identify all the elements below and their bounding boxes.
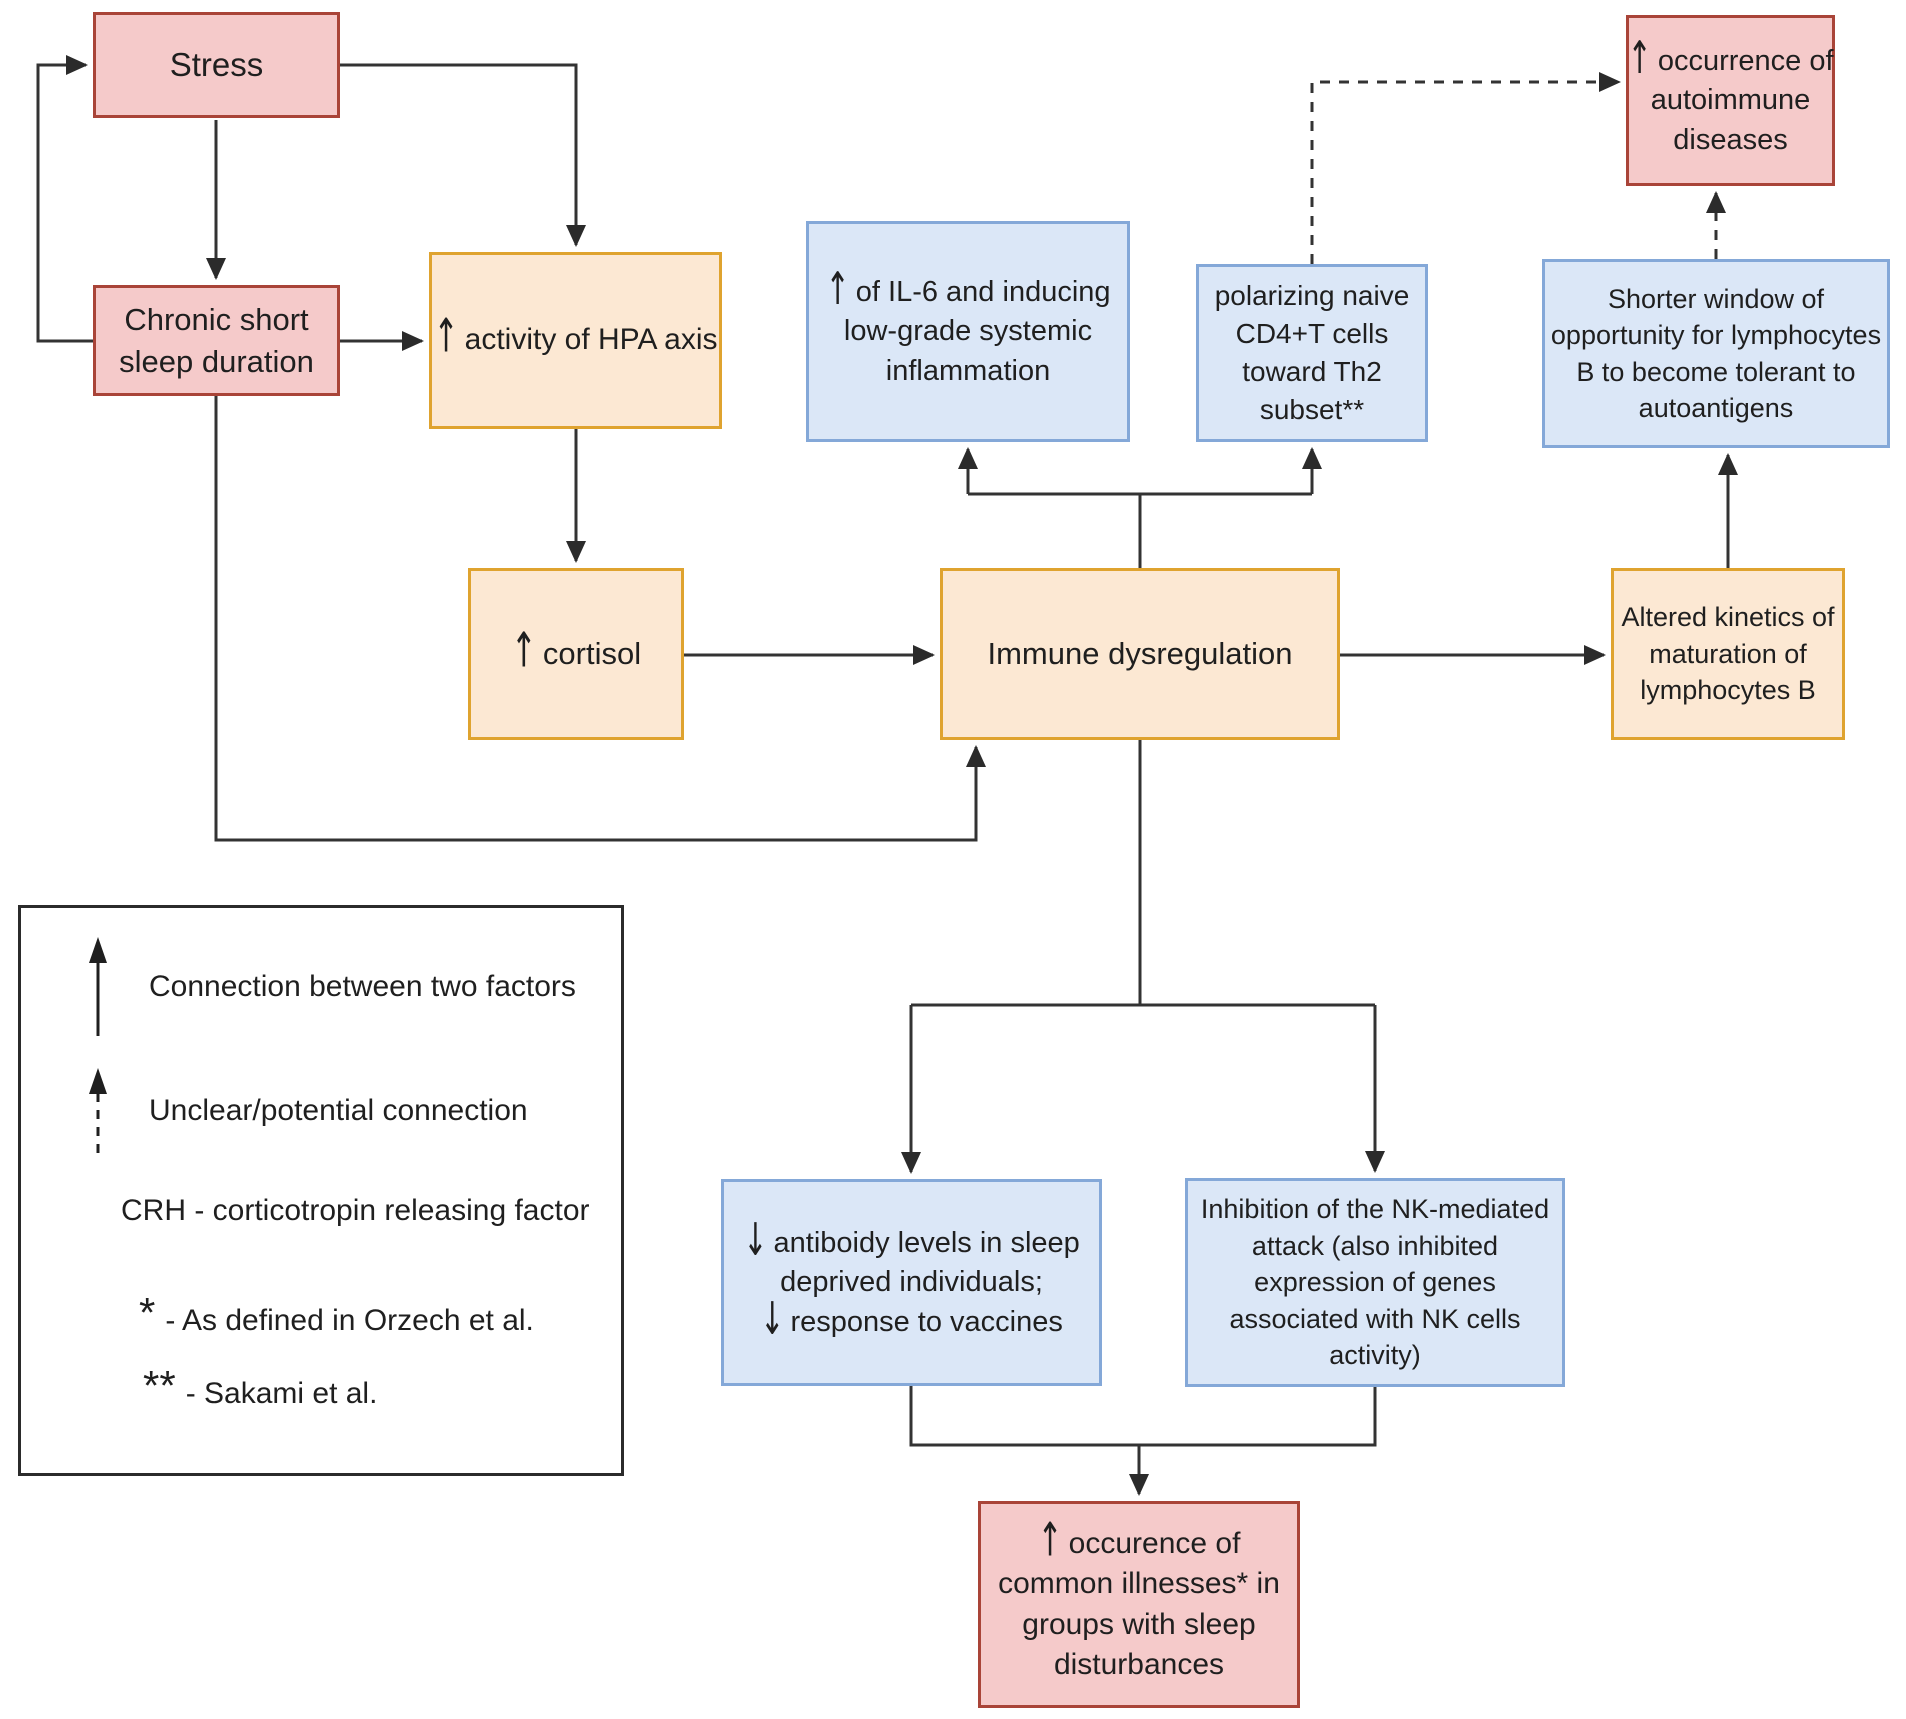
node-polarizing-cd4: polarizing naive CD4+T cells toward Th2 … xyxy=(1196,264,1428,442)
stress-label: Stress xyxy=(169,45,264,83)
node-altered-kinetics: Altered kinetics of maturation of lympho… xyxy=(1611,568,1845,740)
up-arrow-icon: ↑ xyxy=(1627,31,1652,85)
node-chronic-short-sleep: Chronic short sleep duration xyxy=(93,285,340,396)
legend-item-orzech: * - As defined in Orzech et al. xyxy=(139,1289,534,1337)
down-arrow-icon: ↓ xyxy=(743,1212,768,1266)
node-common-illnesses: ↑occurence of common illnesses* in group… xyxy=(978,1501,1300,1708)
edge-stress-to-hpa xyxy=(340,63,586,247)
up-arrow-icon: ↑ xyxy=(825,262,850,316)
node-autoimmune-diseases: ↑occurrence of autoimmune diseases xyxy=(1626,15,1835,186)
legend-box: Connection between two factors Unclear/p… xyxy=(18,905,624,1476)
up-arrow-icon: ↑ xyxy=(1037,1513,1063,1568)
node-cortisol: ↑cortisol xyxy=(468,568,684,740)
node-hpa-activity: ↑activity of HPA axis xyxy=(429,252,722,429)
legend-item-connection: Connection between two factors xyxy=(85,928,576,1046)
double-asterisk-icon: ** xyxy=(143,1362,176,1409)
edge-chronic-to-immune-bottom xyxy=(214,396,986,842)
dashed-up-arrow-icon xyxy=(89,1068,107,1153)
edge-polarizing-to-autoimmune-dashed xyxy=(1310,72,1621,264)
edge-chronic-feedback-to-stress xyxy=(36,55,93,343)
legend-item-sakami: ** - Sakami et al. xyxy=(143,1362,378,1410)
node-il6-inflammation: ↑of IL-6 and inducing low-grade systemic… xyxy=(806,221,1130,442)
node-stress: Stress xyxy=(93,12,340,118)
node-antibody-levels: ↓antiboidy levels in sleep deprived indi… xyxy=(721,1179,1102,1386)
down-arrow-icon: ↓ xyxy=(760,1292,785,1345)
solid-up-arrow-icon xyxy=(89,937,107,1036)
legend-item-crh: CRH - corticotropin releasing factor xyxy=(121,1194,590,1227)
node-nk-inhibition: Inhibition of the NK-mediated attack (al… xyxy=(1185,1178,1565,1387)
edge-antibody-nk-merge xyxy=(909,1386,1377,1447)
asterisk-icon: * xyxy=(139,1289,156,1336)
legend-item-unclear: Unclear/potential connection xyxy=(85,1056,528,1166)
up-arrow-icon: ↑ xyxy=(433,309,459,365)
node-shorter-window: Shorter window of opportunity for lympho… xyxy=(1542,259,1890,448)
up-arrow-icon: ↑ xyxy=(510,622,537,679)
node-immune-dysregulation: Immune dysregulation xyxy=(940,568,1340,740)
